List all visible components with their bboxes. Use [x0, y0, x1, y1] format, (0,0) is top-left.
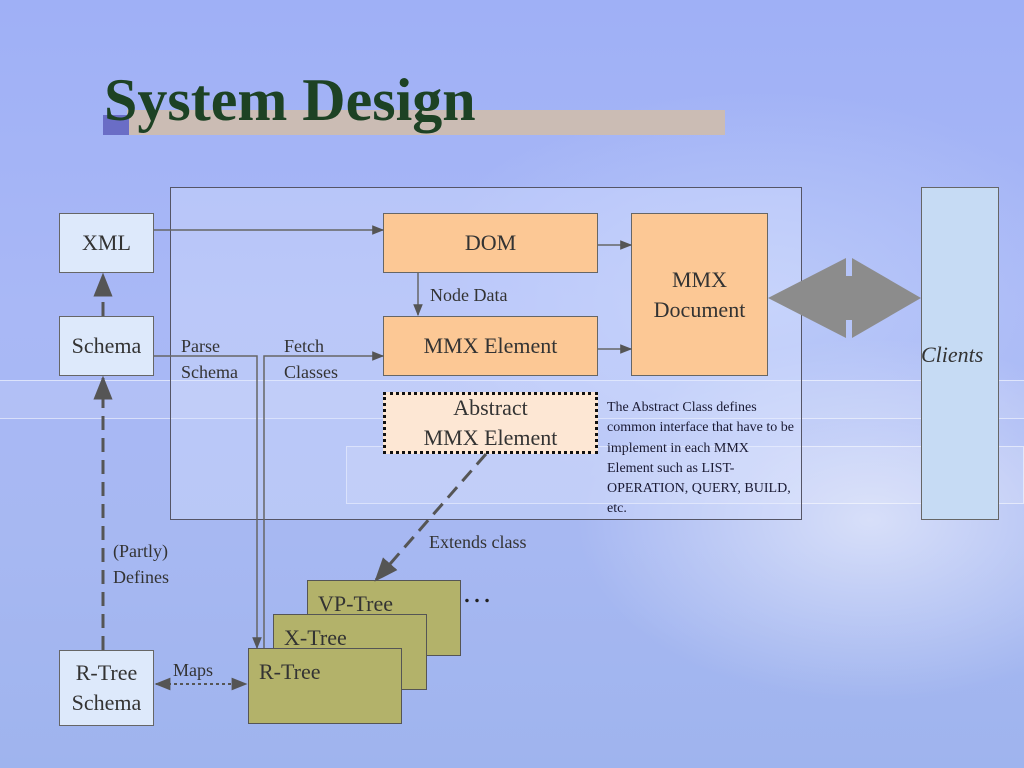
more-trees-ellipsis: …: [462, 576, 492, 609]
r-tree-label: R-Tree: [259, 659, 321, 684]
background-band-line: [0, 380, 1024, 381]
partly-defines-line1: (Partly): [113, 541, 168, 561]
schema-label: Schema: [71, 333, 142, 359]
partly-defines-label: (Partly) Defines: [113, 538, 169, 590]
schema-to-rtree-arrow: [154, 355, 262, 650]
abstract-label-line2: MMX Element: [423, 425, 558, 450]
maps-label: Maps: [173, 660, 213, 680]
clients-box[interactable]: [921, 187, 999, 520]
fetch-classes-line1: Fetch: [284, 336, 324, 356]
schema-box[interactable]: Schema: [59, 316, 154, 376]
fetch-classes-arrow: [263, 351, 385, 648]
abstract-label-line1: Abstract: [453, 395, 528, 421]
fetch-classes-line2: Classes: [284, 362, 338, 383]
xml-box[interactable]: XML: [59, 213, 154, 273]
background-band: [346, 446, 1024, 504]
parse-schema-line1: Parse: [181, 336, 220, 356]
rtree-schema-label-line2: Schema: [71, 690, 142, 715]
fetch-classes-label: Fetch Classes: [284, 333, 338, 385]
mmx-document-label-line2: Document: [653, 296, 746, 322]
slide-title: System Design: [104, 67, 476, 133]
rtree-schema-box[interactable]: R-Tree Schema: [59, 650, 154, 726]
node-data-label: Node Data: [430, 285, 508, 305]
partly-defines-line2: Defines: [113, 567, 169, 588]
abstract-class-note: The Abstract Class defines common interf…: [607, 400, 794, 517]
mmx-document-box[interactable]: MMX Document: [631, 213, 768, 376]
title-underline-bar: [127, 110, 725, 135]
extends-class-label: Extends class: [429, 532, 527, 552]
mmx-element-box[interactable]: MMX Element: [383, 316, 598, 376]
clients-label: Clients: [921, 342, 984, 367]
title-accent-square: [103, 115, 129, 135]
x-tree-label: X-Tree: [284, 625, 347, 650]
parse-schema-label: Parse Schema: [181, 333, 238, 385]
document-clients-double-arrow: [768, 258, 921, 338]
dom-label: DOM: [464, 230, 517, 256]
rtree-schema-label-line1: R-Tree: [75, 660, 138, 686]
parse-schema-line2: Schema: [181, 362, 238, 383]
abstract-mmx-element-box[interactable]: Abstract MMX Element: [383, 392, 598, 454]
dom-box[interactable]: DOM: [383, 213, 598, 273]
r-tree-box[interactable]: R-Tree: [248, 648, 402, 724]
extends-class-dashed-line: [374, 453, 488, 582]
mmx-element-label: MMX Element: [423, 333, 558, 359]
xml-label: XML: [82, 230, 131, 256]
vp-tree-label: VP-Tree: [318, 591, 393, 616]
mmx-document-label-line1: MMX: [671, 266, 727, 292]
